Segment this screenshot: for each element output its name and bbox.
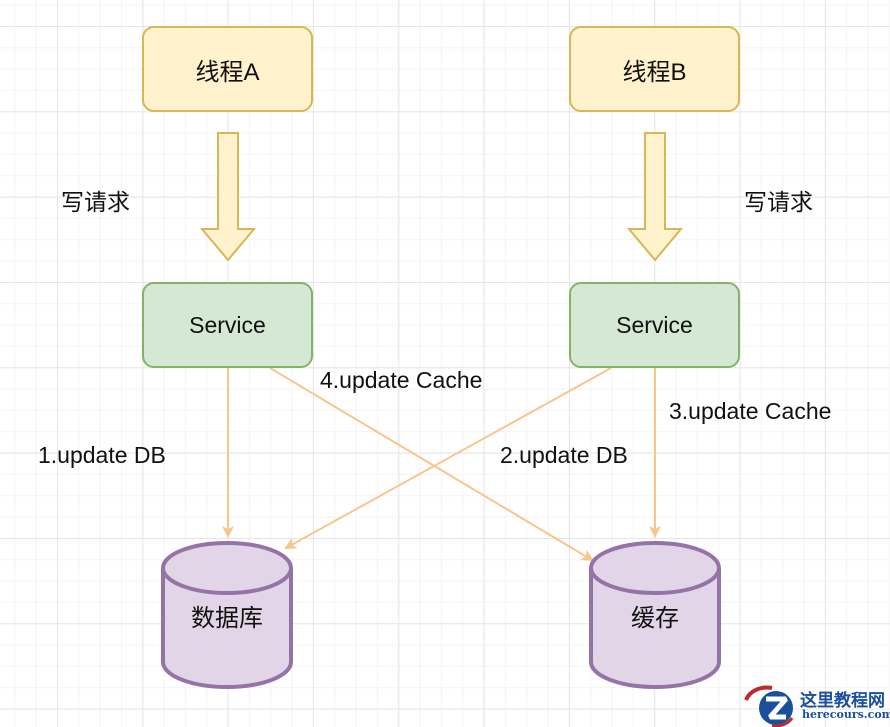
thread-a-node[interactable]: 线程A: [142, 26, 313, 112]
edge-2-update-db: [284, 367, 612, 549]
edge-label-3: 3.update Cache: [669, 398, 832, 424]
edge-4-update-cache: [269, 367, 594, 562]
write-request-arrow-a: [199, 132, 257, 262]
edge-label-1: 1.update DB: [38, 442, 166, 468]
watermark: 这里教程网 herecours.com: [742, 684, 890, 727]
database-label: 数据库: [191, 605, 263, 632]
service-a-node[interactable]: Service: [142, 282, 313, 368]
thread-b-node[interactable]: 线程B: [569, 26, 740, 112]
watermark-title: 这里教程网: [800, 691, 885, 711]
service-b-label: Service: [616, 311, 693, 338]
thread-a-label: 线程A: [195, 58, 260, 86]
write-request-label-a: 写请求: [61, 189, 130, 215]
service-b-node[interactable]: Service: [569, 282, 740, 368]
database-cylinder: [161, 541, 293, 689]
z-logo-icon: [744, 685, 794, 727]
cache-label: 缓存: [631, 605, 679, 632]
write-request-arrow-b: [626, 132, 684, 262]
service-a-label: Service: [189, 311, 266, 338]
cache-cylinder: [589, 541, 721, 689]
thread-b-label: 线程B: [622, 58, 687, 86]
edge-label-2: 2.update DB: [500, 442, 628, 468]
write-request-label-b: 写请求: [744, 189, 813, 215]
edge-label-4: 4.update Cache: [320, 367, 483, 393]
watermark-subtitle: herecours.com: [802, 708, 890, 721]
